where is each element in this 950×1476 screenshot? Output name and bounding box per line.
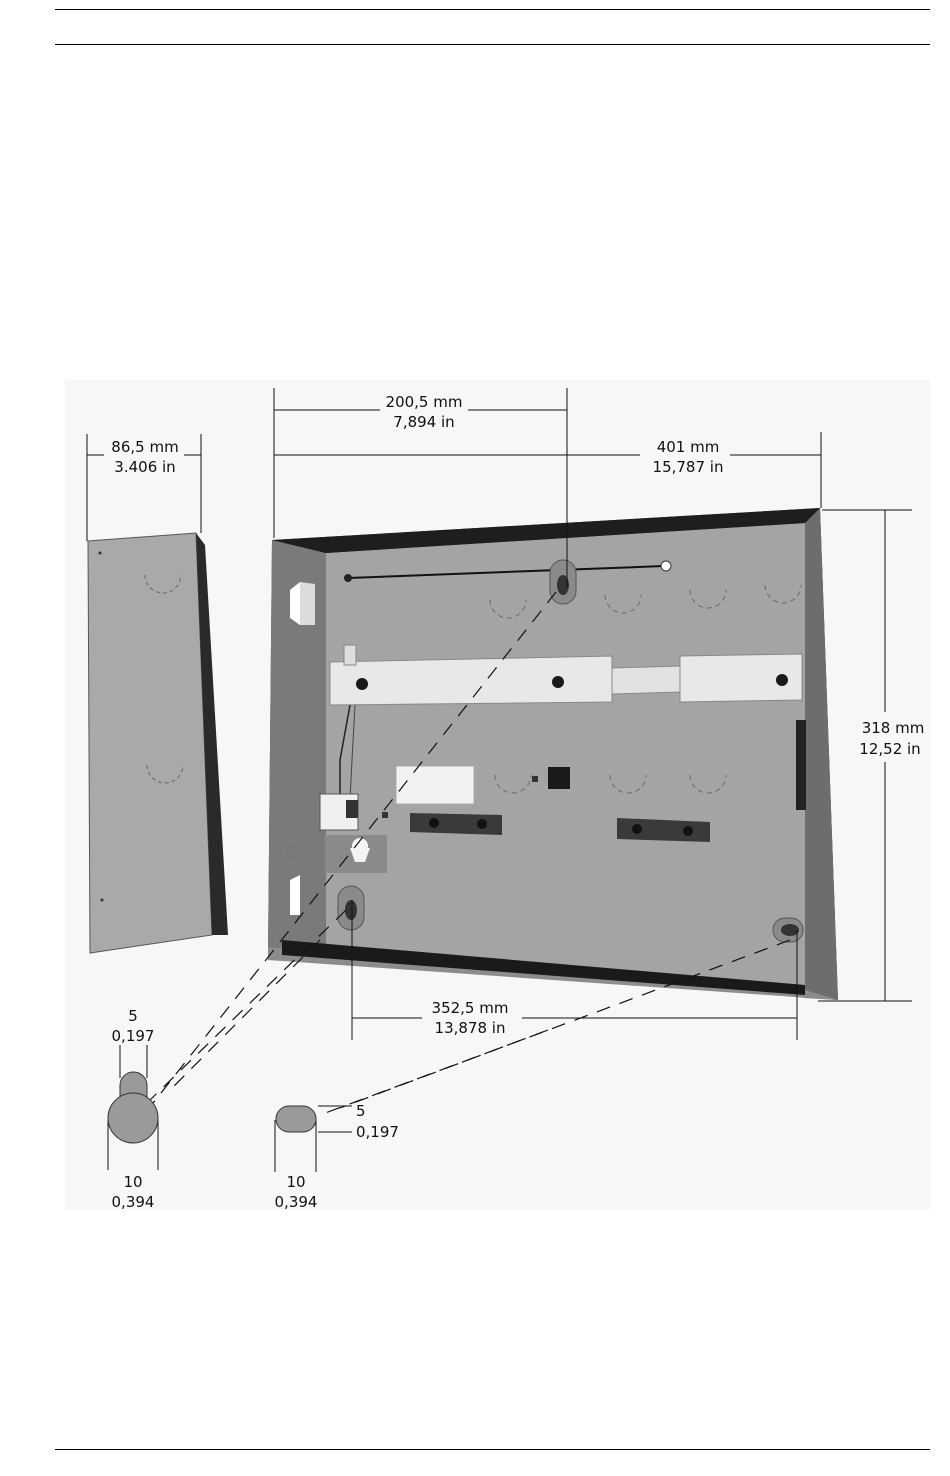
dim-total-width-in: 15,787 in xyxy=(653,458,724,476)
dim-slot-height-in: 0,197 xyxy=(356,1123,399,1141)
dim-height-in: 12,52 in xyxy=(859,740,920,758)
enclosure-front-view xyxy=(268,508,838,1000)
enclosure-side-view xyxy=(88,533,228,953)
dim-depth-in: 3.406 in xyxy=(114,458,175,476)
dim-height-mm: 318 mm xyxy=(862,719,925,737)
dim-keyhole-diameter-mm: 10 xyxy=(123,1173,142,1191)
dim-keyhole-slot-in: 0,197 xyxy=(112,1027,155,1045)
dim-top-half-width-in: 7,894 in xyxy=(393,413,454,431)
dim-depth-mm: 86,5 mm xyxy=(111,438,178,456)
dim-keyhole-diameter-in: 0,394 xyxy=(112,1193,155,1211)
dim-hole-spacing-in: 13,878 in xyxy=(435,1019,506,1037)
dim-top-half-width-mm: 200,5 mm xyxy=(386,393,463,411)
dim-total-width-mm: 401 mm xyxy=(657,438,720,456)
dim-keyhole-slot-mm: 5 xyxy=(128,1007,138,1025)
slot-detail xyxy=(276,1106,316,1132)
dim-hole-spacing-mm: 352,5 mm xyxy=(432,999,509,1017)
dim-slot-height-mm: 5 xyxy=(356,1102,366,1120)
dim-slot-width-in: 0,394 xyxy=(275,1193,318,1211)
dim-slot-width-mm: 10 xyxy=(286,1173,305,1191)
